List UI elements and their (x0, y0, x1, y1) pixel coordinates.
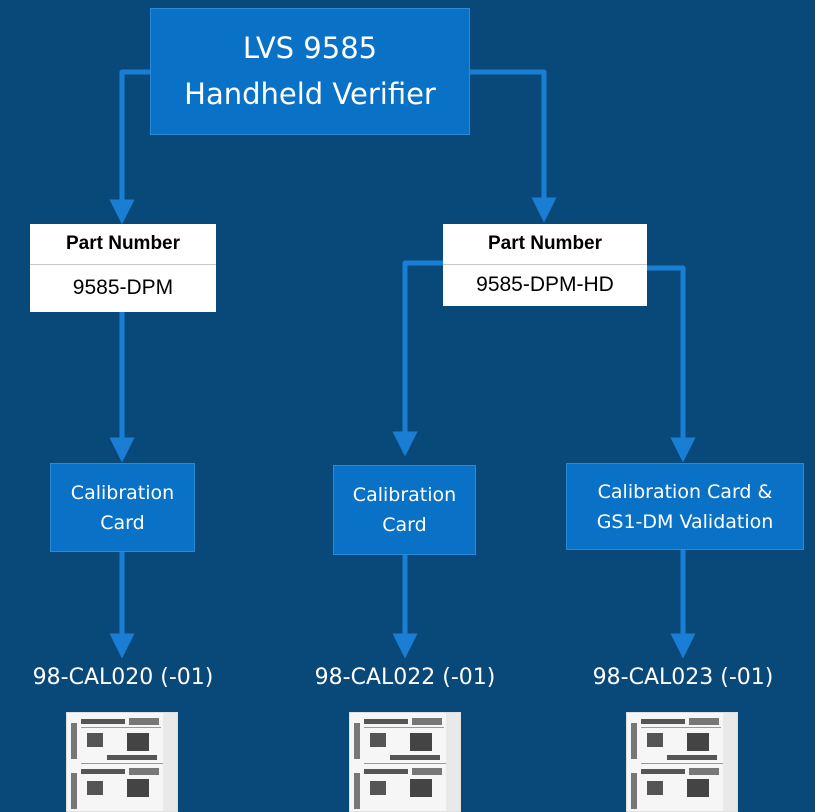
part-label-cal023: 98-CAL023 (-01) (592, 665, 774, 690)
part-number-left: Part Number 9585-DPM (30, 224, 216, 312)
part-number-value: 9585-DPM (72, 276, 174, 299)
proc-line1: Calibration Card & (597, 480, 773, 503)
proc-line1: Calibration (352, 484, 457, 506)
calibration-card-image-cal023 (626, 712, 738, 812)
calibration-card-image-cal020 (66, 712, 178, 812)
proc-line2: GS1-DM Validation (596, 510, 774, 533)
root-subtitle: Handheld Verifier (184, 77, 436, 111)
calibration-card-middle: Calibration Card (333, 465, 476, 555)
arrow-right-to-proc-mid (392, 260, 443, 457)
arrow-root-to-right (470, 69, 557, 223)
calibration-card-left: Calibration Card (50, 463, 195, 552)
part-label-cal022: 98-CAL022 (-01) (314, 665, 496, 690)
root-title: LVS 9585 (242, 31, 378, 65)
calibration-card-image (67, 713, 177, 811)
calibration-card-image (350, 713, 460, 811)
calibration-card-gs1-validation: Calibration Card & GS1-DM Validation (566, 463, 804, 550)
proc-line1: Calibration (70, 481, 175, 504)
arrow-right-to-proc-right (647, 265, 696, 463)
arrow-root-to-left (109, 69, 150, 225)
part-label-cal020: 98-CAL020 (-01) (32, 665, 214, 690)
part-number-header: Part Number (443, 224, 647, 265)
part-number-header: Part Number (30, 224, 216, 265)
part-number-right: Part Number 9585-DPM-HD (443, 224, 647, 306)
part-number-value: 9585-DPM-HD (476, 273, 614, 296)
root-node: LVS 9585 Handheld Verifier (150, 8, 470, 135)
calibration-card-image (627, 713, 737, 811)
calibration-card-image-cal022 (349, 712, 461, 812)
proc-line2: Card (100, 511, 145, 534)
proc-line2: Card (382, 514, 427, 536)
